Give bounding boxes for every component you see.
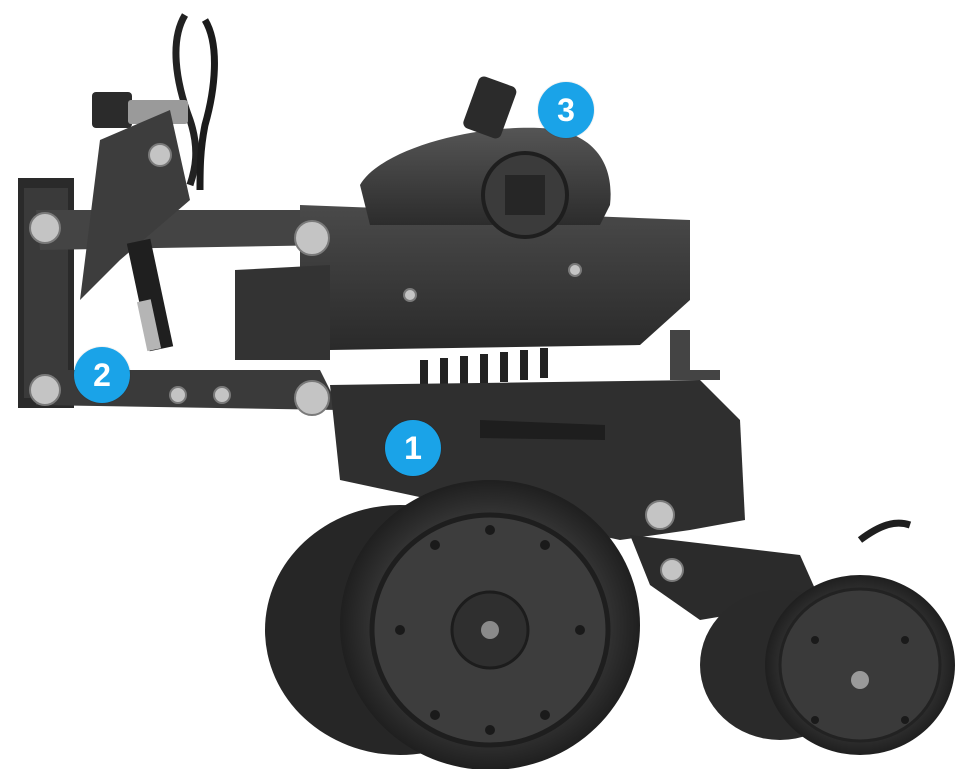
callout-badge-3[interactable]: 3: [538, 82, 594, 138]
valve-block: [92, 92, 132, 128]
callout-badge-2[interactable]: 2: [74, 347, 130, 403]
frame-body: [300, 205, 690, 350]
callout-badge-1[interactable]: 1: [385, 420, 441, 476]
fitting: [128, 100, 188, 124]
hose: [196, 18, 218, 191]
hose: [172, 13, 200, 187]
